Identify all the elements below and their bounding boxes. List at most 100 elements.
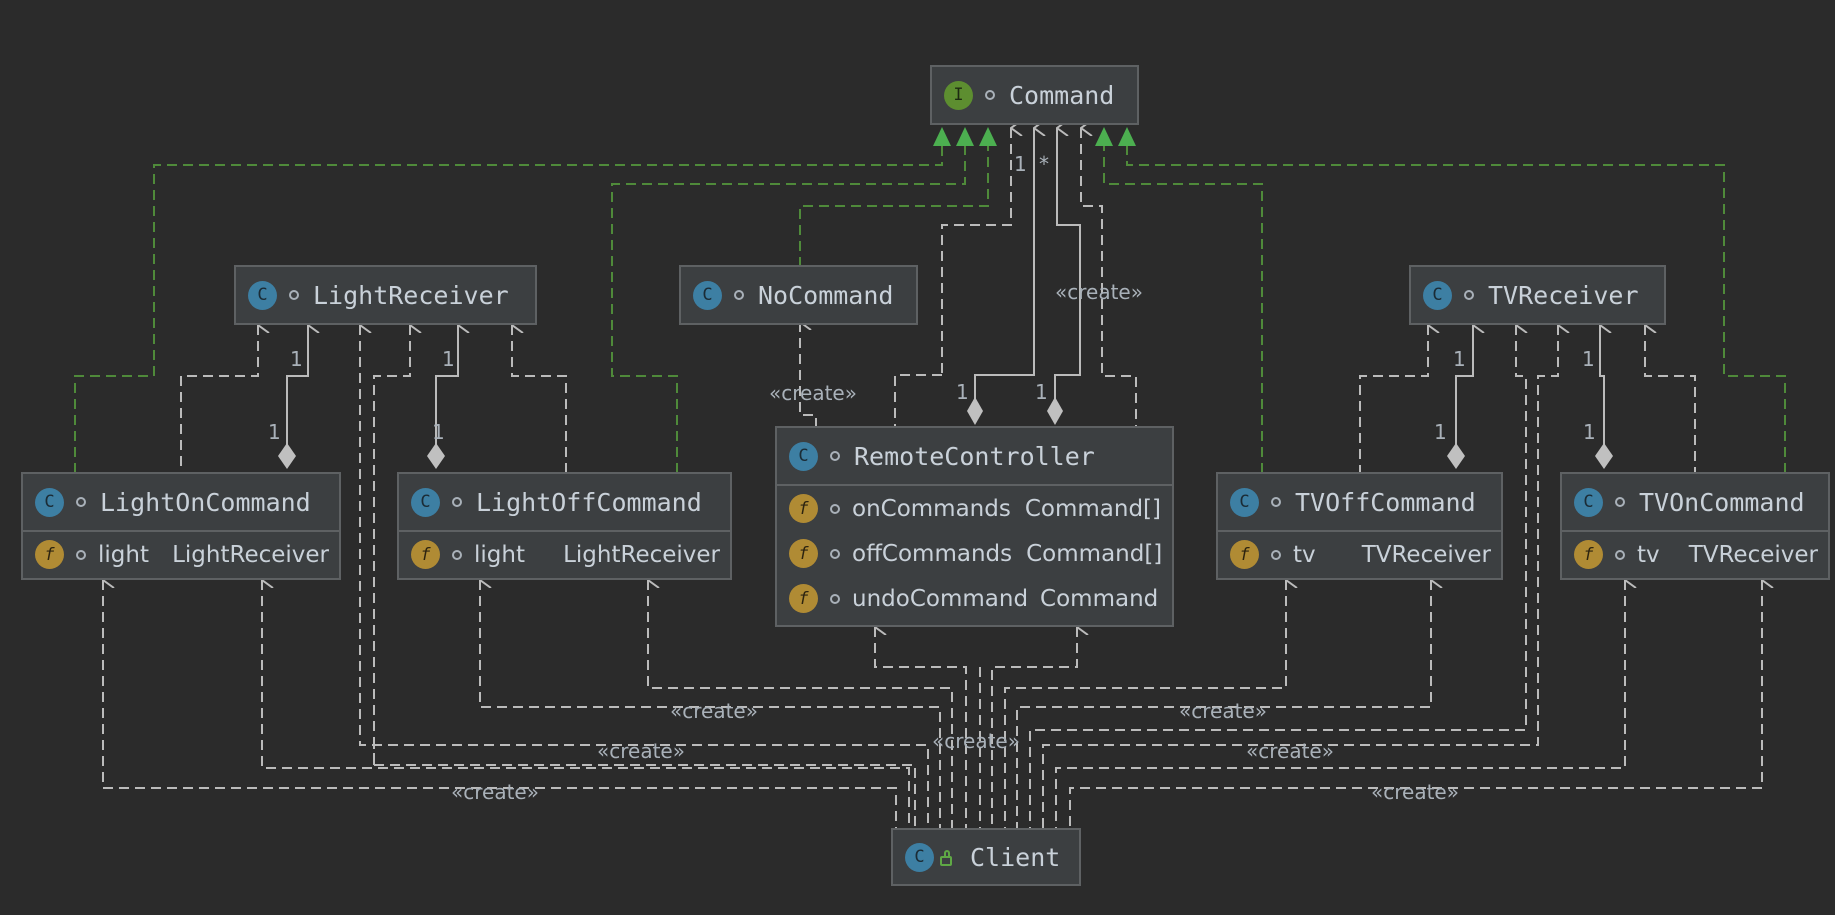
visibility-icon <box>76 497 86 507</box>
field-row[interactable]: f tv TVReceiver <box>1218 532 1501 577</box>
multiplicity-label: 1 <box>1583 420 1596 444</box>
class-icon: C <box>411 487 440 517</box>
tv-on-command-class[interactable]: C TVOnCommand f tv TVReceiver <box>1560 472 1830 580</box>
field-icon: f <box>1574 540 1603 569</box>
field-name: light <box>98 541 149 568</box>
field-type: TVReceiver <box>1361 541 1491 568</box>
field-list: f onCommands Command[] f offCommands Com… <box>777 484 1172 621</box>
multiplicity-label: 1 <box>268 420 281 444</box>
field-name: tv <box>1293 541 1316 568</box>
field-name: undoCommand <box>852 585 1029 612</box>
class-name: Client <box>970 842 1061 872</box>
field-type: Command[] <box>1024 495 1162 522</box>
multiplicity-label: 1 <box>1453 347 1466 371</box>
field-row[interactable]: f undoCommand Command <box>777 576 1172 621</box>
command-interface[interactable]: I Command <box>930 65 1139 125</box>
light-off-command-class[interactable]: C LightOffCommand f light LightReceiver <box>397 472 732 580</box>
field-type: Command <box>1040 585 1159 612</box>
tv-receiver-class[interactable]: C TVReceiver <box>1409 265 1666 325</box>
class-name: RemoteController <box>854 441 1095 471</box>
field-icon: f <box>789 494 818 523</box>
class-icon: C <box>789 441 818 471</box>
visibility-icon <box>1271 549 1281 560</box>
interface-icon: I <box>944 80 973 110</box>
class-name: TVOnCommand <box>1639 487 1805 517</box>
implements-links <box>74 140 1786 473</box>
visibility-icon <box>830 548 840 559</box>
field-row[interactable]: f light LightReceiver <box>399 532 730 577</box>
class-icon: C <box>1230 487 1259 517</box>
visibility-icon <box>452 549 462 560</box>
visibility-icon <box>1615 497 1625 507</box>
class-icon: C <box>248 280 277 310</box>
visibility-icon <box>1464 290 1474 300</box>
class-icon: C <box>1574 487 1603 517</box>
class-name: Command <box>1009 80 1115 110</box>
visibility-icon <box>830 451 840 461</box>
tv-off-command-class[interactable]: C TVOffCommand f tv TVReceiver <box>1216 472 1503 580</box>
create-label: «create» <box>1055 280 1143 304</box>
create-label: «create» <box>670 699 758 723</box>
class-icon: C <box>1423 280 1452 310</box>
create-label: «create» <box>451 780 539 804</box>
visibility-icon <box>452 497 462 507</box>
light-receiver-class[interactable]: C LightReceiver <box>234 265 537 325</box>
visibility-icon <box>76 549 86 560</box>
visibility-icon <box>830 593 840 604</box>
field-type: Command[] <box>1026 540 1163 567</box>
field-row[interactable]: f light LightReceiver <box>23 532 339 577</box>
create-label: «create» <box>597 739 685 763</box>
multiplicity-label: 1 <box>1434 420 1447 444</box>
field-list: f light LightReceiver <box>399 530 730 577</box>
create-label: «create» <box>769 381 857 405</box>
class-name: TVOffCommand <box>1295 487 1476 517</box>
field-name: light <box>474 541 525 568</box>
field-icon: f <box>411 540 440 569</box>
multiplicity-label: 1 <box>1014 152 1027 176</box>
field-icon: f <box>789 584 818 613</box>
field-type: LightReceiver <box>563 541 720 568</box>
class-icon: C <box>693 280 722 310</box>
field-type: TVReceiver <box>1688 541 1818 568</box>
field-list: f tv TVReceiver <box>1562 530 1828 577</box>
class-name: LightReceiver <box>313 280 509 310</box>
class-name: LightOnCommand <box>100 487 311 517</box>
create-label: «create» <box>1179 699 1267 723</box>
field-row[interactable]: f onCommands Command[] <box>777 486 1172 531</box>
field-icon: f <box>35 540 64 569</box>
multiplicity-label: 1 <box>442 347 455 371</box>
multiplicity-label: 1 <box>1035 380 1048 404</box>
lock-icon <box>940 850 952 866</box>
command-links <box>894 128 1137 428</box>
visibility-icon <box>1271 497 1281 507</box>
field-name: onCommands <box>852 495 1011 522</box>
field-name: tv <box>1637 541 1660 568</box>
create-label: «create» <box>1371 780 1459 804</box>
field-name: offCommands <box>852 540 1013 567</box>
client-create-links <box>102 580 1762 830</box>
class-icon: C <box>35 487 64 517</box>
light-on-command-class[interactable]: C LightOnCommand f light LightReceiver <box>21 472 341 580</box>
visibility-icon <box>830 503 840 514</box>
field-row[interactable]: f tv TVReceiver <box>1562 532 1828 577</box>
class-name: NoCommand <box>758 280 894 310</box>
visibility-icon <box>985 90 995 100</box>
multiplicity-label: 1 <box>432 420 445 444</box>
class-name: TVReceiver <box>1488 280 1639 310</box>
field-icon: f <box>789 539 818 568</box>
field-icon: f <box>1230 540 1259 569</box>
client-class[interactable]: C Client <box>891 828 1081 886</box>
field-list: f tv TVReceiver <box>1218 530 1501 577</box>
visibility-icon <box>1615 549 1625 560</box>
field-list: f light LightReceiver <box>23 530 339 577</box>
multiplicity-label: 1 <box>290 347 303 371</box>
no-command-class[interactable]: C NoCommand <box>679 265 918 325</box>
multiplicity-label: * <box>1039 152 1049 176</box>
multiplicity-label: 1 <box>1582 347 1595 371</box>
create-label: «create» <box>932 729 1020 753</box>
field-row[interactable]: f offCommands Command[] <box>777 531 1172 576</box>
remote-controller-class[interactable]: C RemoteController f onCommands Command[… <box>775 426 1174 627</box>
multiplicity-label: 1 <box>956 380 969 404</box>
create-label: «create» <box>1246 739 1334 763</box>
